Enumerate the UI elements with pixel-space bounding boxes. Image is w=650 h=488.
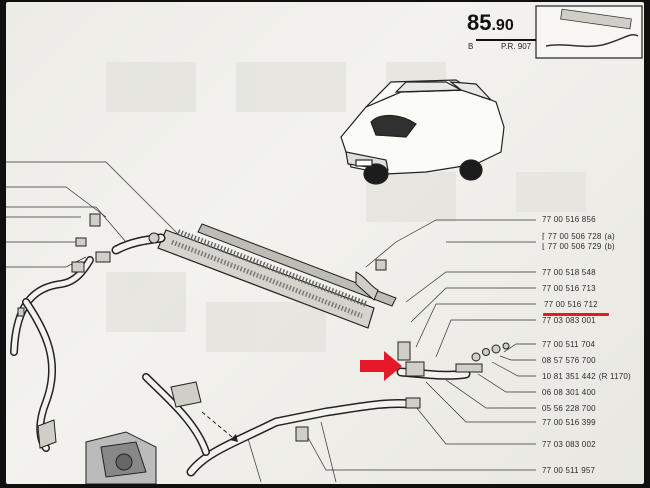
car-illustration	[340, 79, 505, 185]
part-number: 77 03 083 002	[542, 440, 596, 449]
background-print-through	[106, 62, 586, 352]
part-number: 77 00 518 548	[542, 268, 596, 277]
leader-lines	[6, 161, 536, 483]
part-number: 08 57 576 700	[542, 356, 596, 365]
part-number: 77 00 511 957	[542, 466, 596, 475]
page-number-underline	[476, 39, 536, 41]
thumbnail-heater-core	[535, 5, 643, 59]
part-number: 77 00 516 399	[542, 418, 596, 427]
part-number: 77 00 516 856	[542, 215, 596, 224]
small-parts	[17, 213, 510, 449]
part-number: 10 81 351 442(R 1170)	[542, 372, 631, 381]
part-number: 05 56 228 700	[542, 404, 596, 413]
page-number: 85.90	[467, 10, 514, 35]
page-reference: P.R. 907	[501, 42, 532, 51]
part-number: 77 00 516 713	[542, 284, 596, 293]
part-number-highlighted: 77 00 516 712	[544, 300, 598, 309]
part-number: ⌈ 77 00 506 728(a)	[542, 232, 615, 241]
parts-catalog-page: 85.90 B P.R. 907 77 00 516 856 ⌈ 77 00 5…	[6, 2, 644, 484]
part-number: ⌊ 77 00 506 729(b)	[542, 242, 615, 251]
highlight-arrow	[360, 351, 402, 381]
highlight-underline	[543, 313, 609, 316]
part-number: 06 08 301 400	[542, 388, 596, 397]
part-number: 77 03 083 001	[542, 316, 596, 325]
exploded-diagram	[6, 5, 643, 484]
page-letter: B	[468, 42, 474, 51]
engine-block	[85, 431, 157, 484]
part-number: 77 00 511 704	[542, 340, 596, 349]
